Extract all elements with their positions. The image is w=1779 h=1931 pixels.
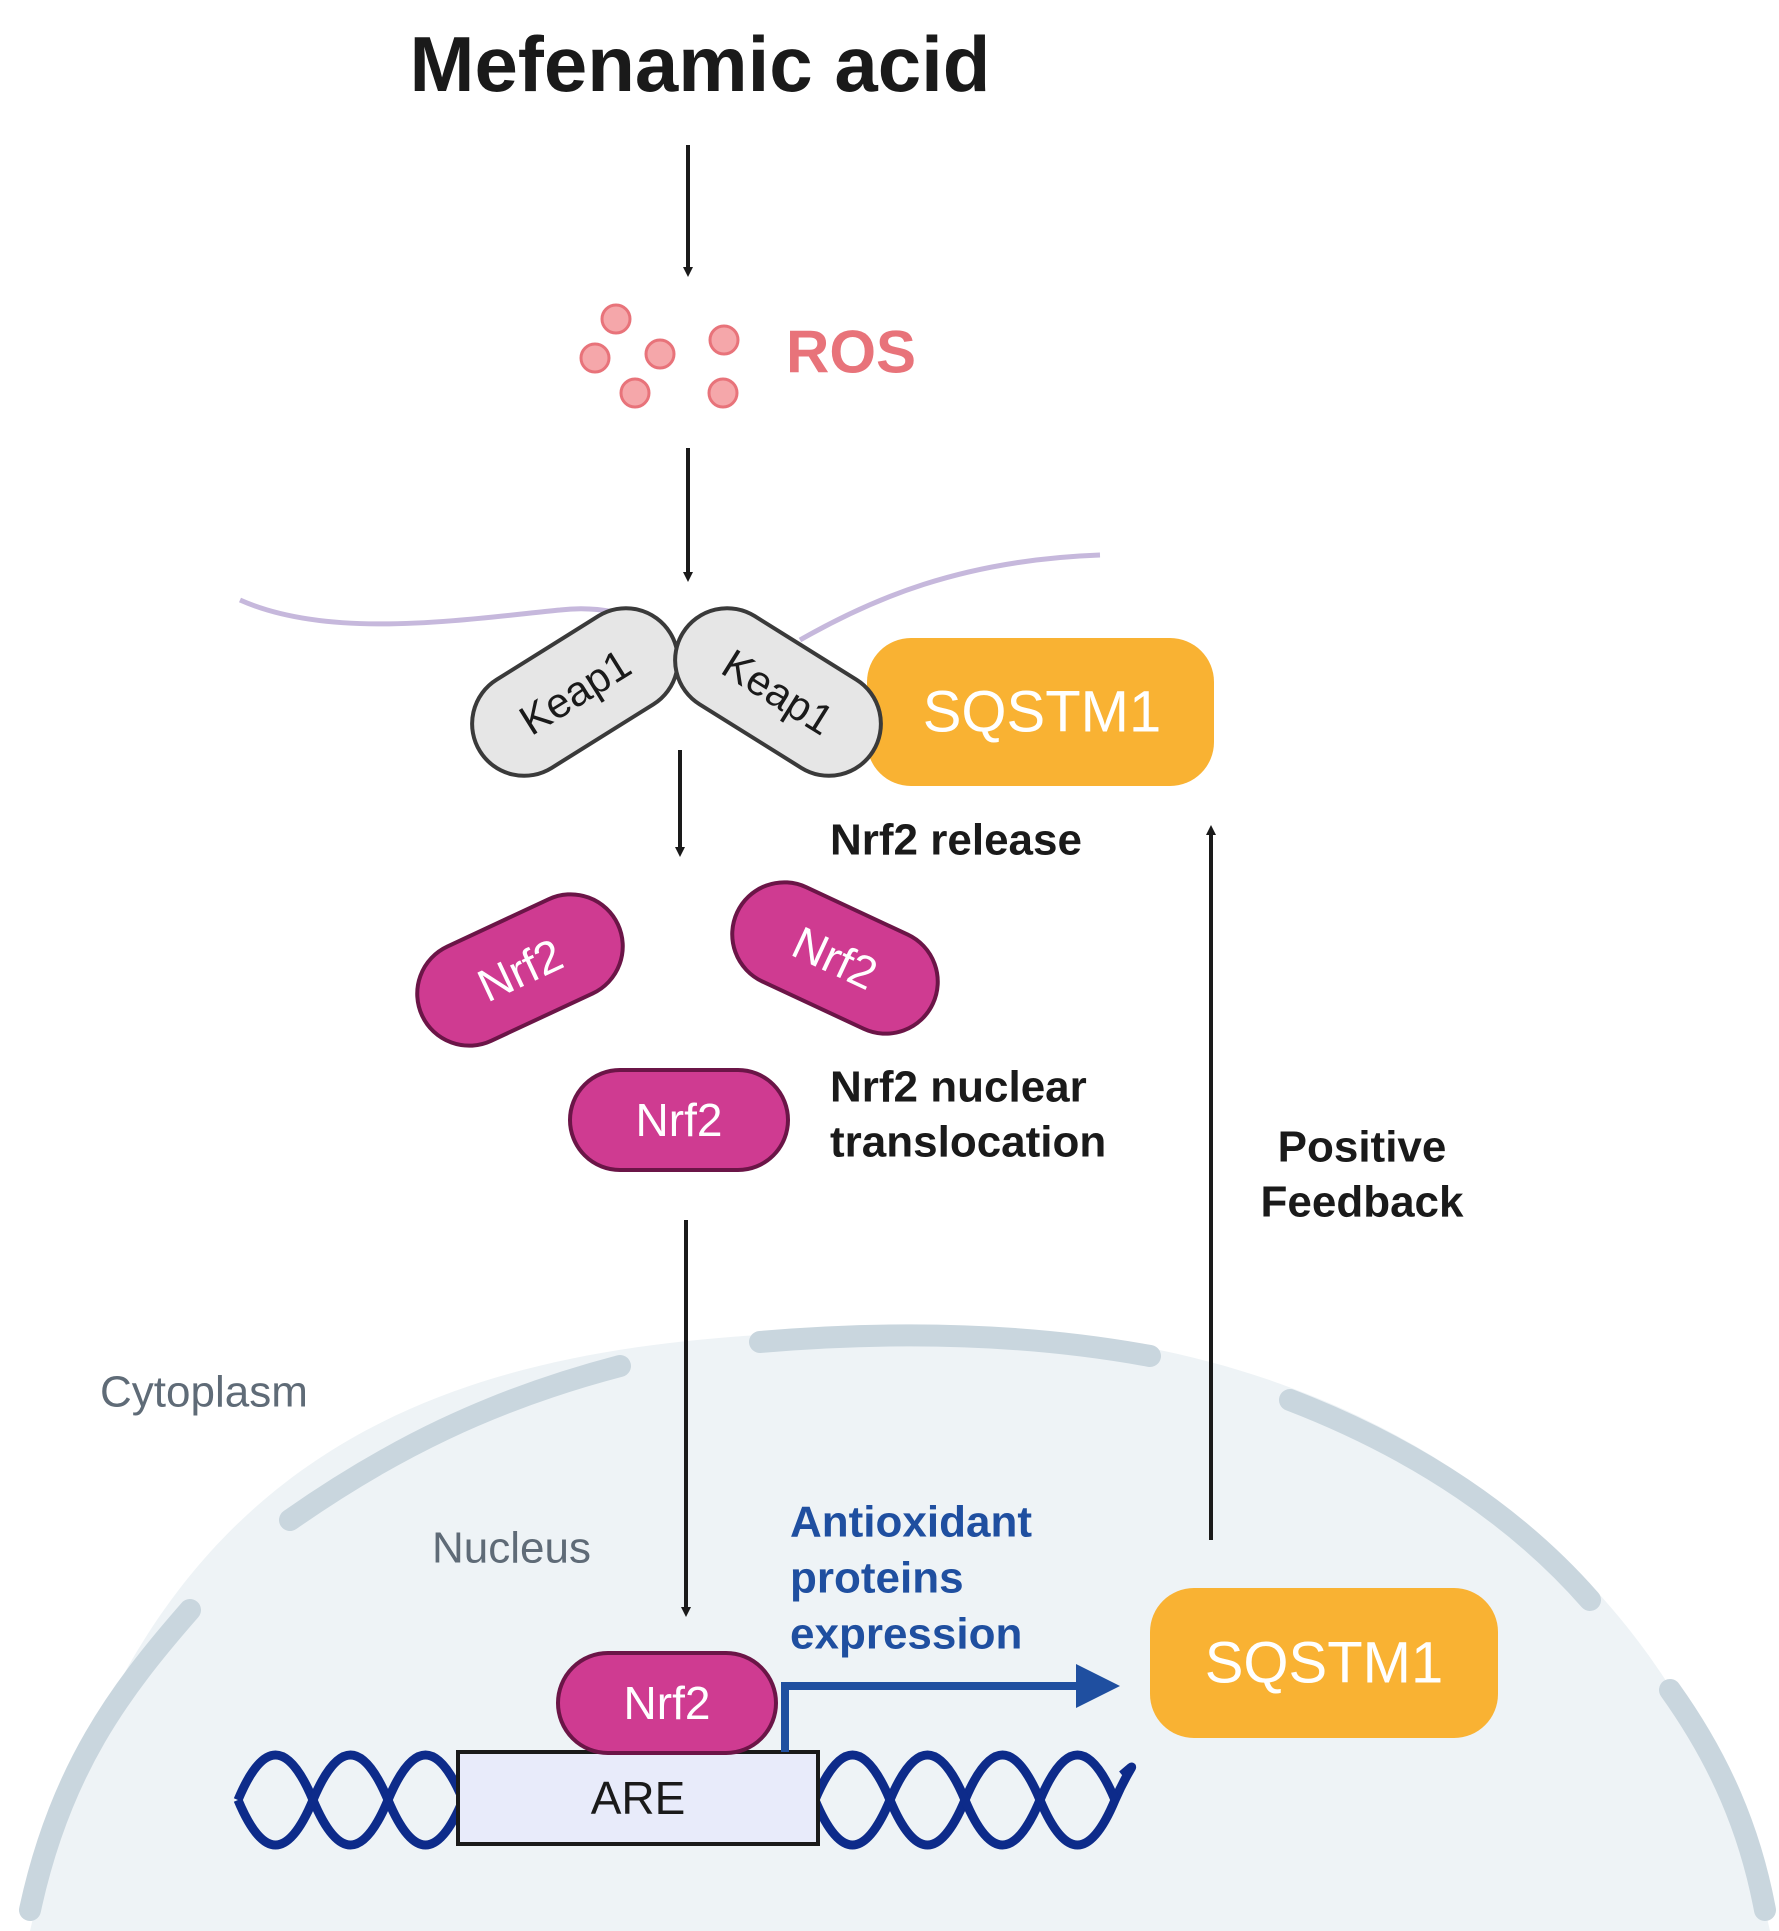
expression-label-line1: Antioxidant (790, 1498, 1032, 1547)
expression-label-line3: expression (790, 1610, 1022, 1659)
feedback-label-line1: Positive (1278, 1123, 1447, 1172)
nucleus-label: Nucleus (432, 1524, 591, 1573)
keap1-right: Keap1 (673, 606, 883, 778)
sqstm1-bottom-label: SQSTM1 (1205, 1631, 1444, 1696)
feedback-label-line2: Feedback (1261, 1178, 1465, 1227)
nuclear-membrane (19, 1324, 1776, 1921)
ros-label: ROS (786, 319, 916, 386)
nrf2-pill-bound (556, 1651, 778, 1755)
nrf2-pill-left: Nrf2 (415, 892, 625, 1048)
nrf2-pill-middle (568, 1068, 790, 1172)
sqstm1-top-box (867, 638, 1214, 786)
keap1-left: Keap1 (470, 606, 680, 778)
title: Mefenamic acid (410, 20, 991, 108)
arrow-expression (781, 1682, 1080, 1752)
arrow-expression-head (1076, 1664, 1120, 1708)
nrf2-pill-right: Nrf2 (730, 880, 940, 1036)
translocation-label-line2: translocation (830, 1118, 1106, 1167)
nrf2-pill-middle-label: Nrf2 (636, 1094, 723, 1146)
nrf2-pill-bound-label: Nrf2 (624, 1677, 711, 1729)
dna-helix (233, 1750, 1137, 1850)
strand-right (798, 552, 1101, 643)
cytoplasm-label: Cytoplasm (100, 1368, 308, 1417)
expression-label-line2: proteins (790, 1554, 964, 1603)
sqstm1-top-label: SQSTM1 (923, 680, 1162, 745)
are-label: ARE (591, 1772, 686, 1824)
nrf2-release-label: Nrf2 release (830, 816, 1082, 865)
sqstm1-bottom-box (1150, 1588, 1498, 1738)
ros-dots (579, 303, 740, 409)
translocation-label-line1: Nrf2 nuclear (830, 1063, 1087, 1112)
are-box (456, 1750, 820, 1846)
